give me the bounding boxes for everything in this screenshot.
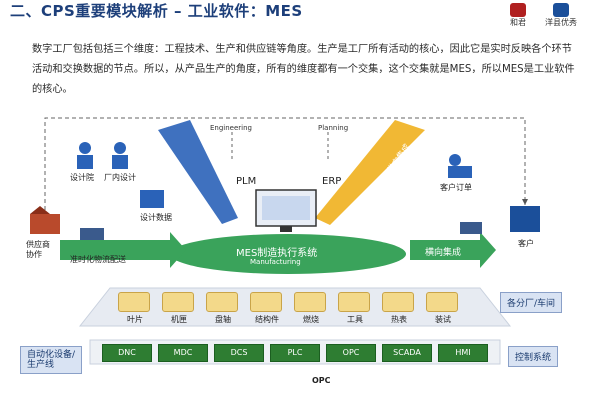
logo-right-text: 洋县优秀: [545, 17, 577, 27]
intro-paragraph: 数字工厂包括包括三个维度：工程技术、生产和供应链等角度。生产是工厂所有活动的核心…: [32, 44, 575, 95]
supplier-label: 供应商 协作: [26, 240, 50, 259]
vertical-integration-arrow-right: [315, 120, 425, 225]
erp-label: ERP: [322, 176, 342, 187]
logo-left-icon: [510, 2, 526, 17]
mes-cn-label: MES制造执行系统: [236, 248, 318, 259]
planning-label: Planning: [318, 124, 349, 132]
workshop-label: 盘轴: [215, 315, 231, 324]
control-system-box: 控制系统: [508, 346, 559, 367]
factory-roof: [30, 206, 50, 214]
designer-icon: [79, 142, 91, 154]
control-chip: OPC: [326, 344, 376, 362]
control-chip: SCADA: [382, 344, 432, 362]
control-chip: MDC: [158, 344, 208, 362]
engineering-label: Engineering: [210, 124, 252, 132]
customer-label: 客户: [518, 239, 534, 248]
logo-right: 洋县优秀: [545, 2, 577, 28]
opc-brand-label: OPC: [312, 376, 331, 385]
control-chip: PLC: [270, 344, 320, 362]
left-green-arrow: [60, 232, 186, 268]
customer-order-icon: [449, 154, 461, 166]
factory-designer-icon: [114, 142, 126, 154]
automation-box: 自动化设备/ 生产线: [20, 346, 83, 374]
workshop-label: 叶片: [127, 315, 143, 324]
workshop-item: [250, 292, 282, 312]
control-chip: DNC: [102, 344, 152, 362]
workshop-item: [162, 292, 194, 312]
customer-building-icon: [510, 206, 540, 232]
customer-order-body: [448, 166, 472, 178]
workshop-item: [206, 292, 238, 312]
workshop-label: 结构件: [255, 315, 279, 324]
workshop-label: 工具: [347, 315, 363, 324]
design-data-computer-icon: [140, 190, 164, 208]
workshop-label: 机匣: [171, 315, 187, 324]
branch-factory-box: 各分厂/车间: [500, 292, 563, 313]
factory-design-label: 厂内设计: [104, 173, 136, 182]
monitor-stand: [280, 226, 292, 232]
logo-left: 和君: [510, 2, 526, 28]
vertical-integration-arrow-left: [158, 120, 238, 224]
designer-body: [77, 155, 93, 169]
plm-label: PLM: [236, 176, 257, 187]
control-chip: HMI: [438, 344, 488, 362]
mes-en-label: Manufacturing: [250, 258, 301, 266]
workshop-item: [426, 292, 458, 312]
control-chip: DCS: [214, 344, 264, 362]
page-title: 二、CPS重要模块解析 – 工业软件：MES: [10, 2, 303, 20]
workshop-label: 装试: [435, 315, 451, 324]
logo-right-icon: [553, 2, 569, 17]
workshop-item: [382, 292, 414, 312]
mes-cloud: [170, 234, 406, 274]
workshop-label: 燃烧: [303, 315, 319, 324]
customer-order-label: 客户订单: [440, 183, 472, 192]
jit-logistics-label: 准时化物流配送: [70, 255, 126, 264]
workshop-item: [338, 292, 370, 312]
design-institute-label: 设计院: [70, 173, 94, 182]
horizontal-integration-label: 横向集成: [425, 248, 462, 258]
workshop-item: [294, 292, 326, 312]
dashed-loop-line: [44, 117, 528, 210]
workshop-item: [118, 292, 150, 312]
mes-monitor-screen: [262, 196, 310, 220]
logo-left-text: 和君: [510, 17, 526, 27]
workshop-label: 热表: [391, 315, 407, 324]
right-green-arrow: [410, 232, 496, 268]
supplier-factory-icon: [30, 214, 60, 234]
design-data-label: 设计数据: [140, 213, 172, 222]
factory-designer-body: [112, 155, 128, 169]
delivery-truck-icon: [460, 222, 482, 234]
truck-icon: [80, 228, 104, 240]
